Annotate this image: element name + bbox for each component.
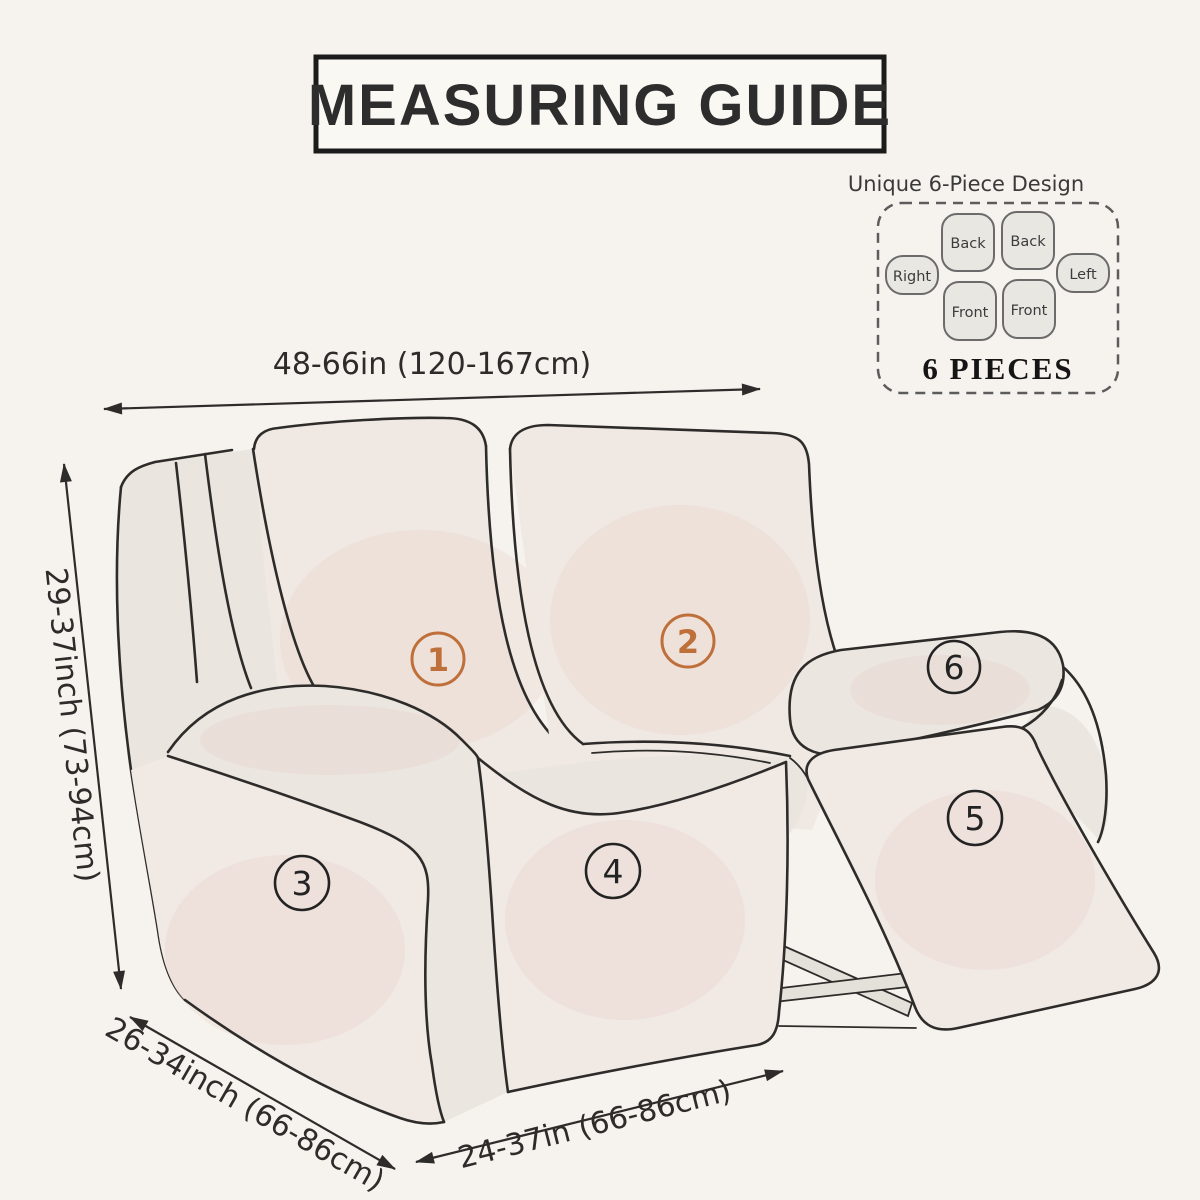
piece-front-2-label: Front <box>1011 303 1048 319</box>
piece-back-2-label: Back <box>1010 234 1046 250</box>
sofa-left-armrest <box>166 684 492 912</box>
marker-2-number: 2 <box>677 623 699 661</box>
marker-6-number: 6 <box>944 648 965 687</box>
marker-5-number: 5 <box>965 799 986 838</box>
title-box <box>313 54 887 154</box>
marker-4-number: 4 <box>603 852 624 891</box>
sofa-illustration <box>115 416 1161 1125</box>
piece-back-1-label: Back <box>950 236 986 252</box>
height-label: 29-37inch (73-94cm) <box>38 566 106 884</box>
marker-4: 4 <box>584 842 642 900</box>
title-banner: MEASURING GUIDE <box>308 54 892 154</box>
piece-left: Left <box>1056 253 1110 293</box>
sofa-inner-arm-band <box>420 758 508 1122</box>
width-label: 48-66in (120-167cm) <box>273 347 592 382</box>
dimension-back-height: 29-37inch (73-94cm) <box>38 463 126 990</box>
piece-left-label: Left <box>1069 267 1097 283</box>
marker-2: 2 <box>660 613 716 669</box>
piece-front-2: Front <box>1002 279 1056 339</box>
sofa-footrest <box>789 725 1161 1031</box>
depth-arrow <box>129 1016 396 1170</box>
marker-3: 3 <box>273 854 331 912</box>
piece-right: Right <box>885 255 939 295</box>
marker-1: 1 <box>410 631 466 687</box>
piece-right-label: Right <box>893 269 931 285</box>
page-title: MEASURING GUIDE <box>308 73 892 138</box>
piece-back-1: Back <box>941 213 995 272</box>
seat-markers: 1 2 3 4 5 6 <box>273 613 1004 912</box>
sofa-seat-front-panel <box>476 756 789 1094</box>
seat-width-arrow <box>415 1069 784 1164</box>
width-arrow <box>103 383 761 415</box>
piece-front-1-label: Front <box>952 305 989 321</box>
sofa-back-cushion-right <box>508 423 864 830</box>
marker-6: 6 <box>926 639 982 695</box>
marker-5: 5 <box>946 789 1004 847</box>
marker-1-number: 1 <box>427 641 449 679</box>
dimension-overall-width: 48-66in (120-167cm) <box>103 347 761 415</box>
design-box-title: Unique 6-Piece Design <box>848 172 1084 196</box>
piece-back-2: Back <box>1001 211 1055 270</box>
height-arrow <box>59 463 126 990</box>
sofa-arm-front-panel <box>131 754 446 1125</box>
piece-front-1: Front <box>943 281 997 341</box>
piece-count-label: 6 PIECES <box>922 351 1073 386</box>
six-piece-design-box: Unique 6-Piece Design Right Back Back Le… <box>848 172 1120 395</box>
marker-3-number: 3 <box>292 864 313 903</box>
